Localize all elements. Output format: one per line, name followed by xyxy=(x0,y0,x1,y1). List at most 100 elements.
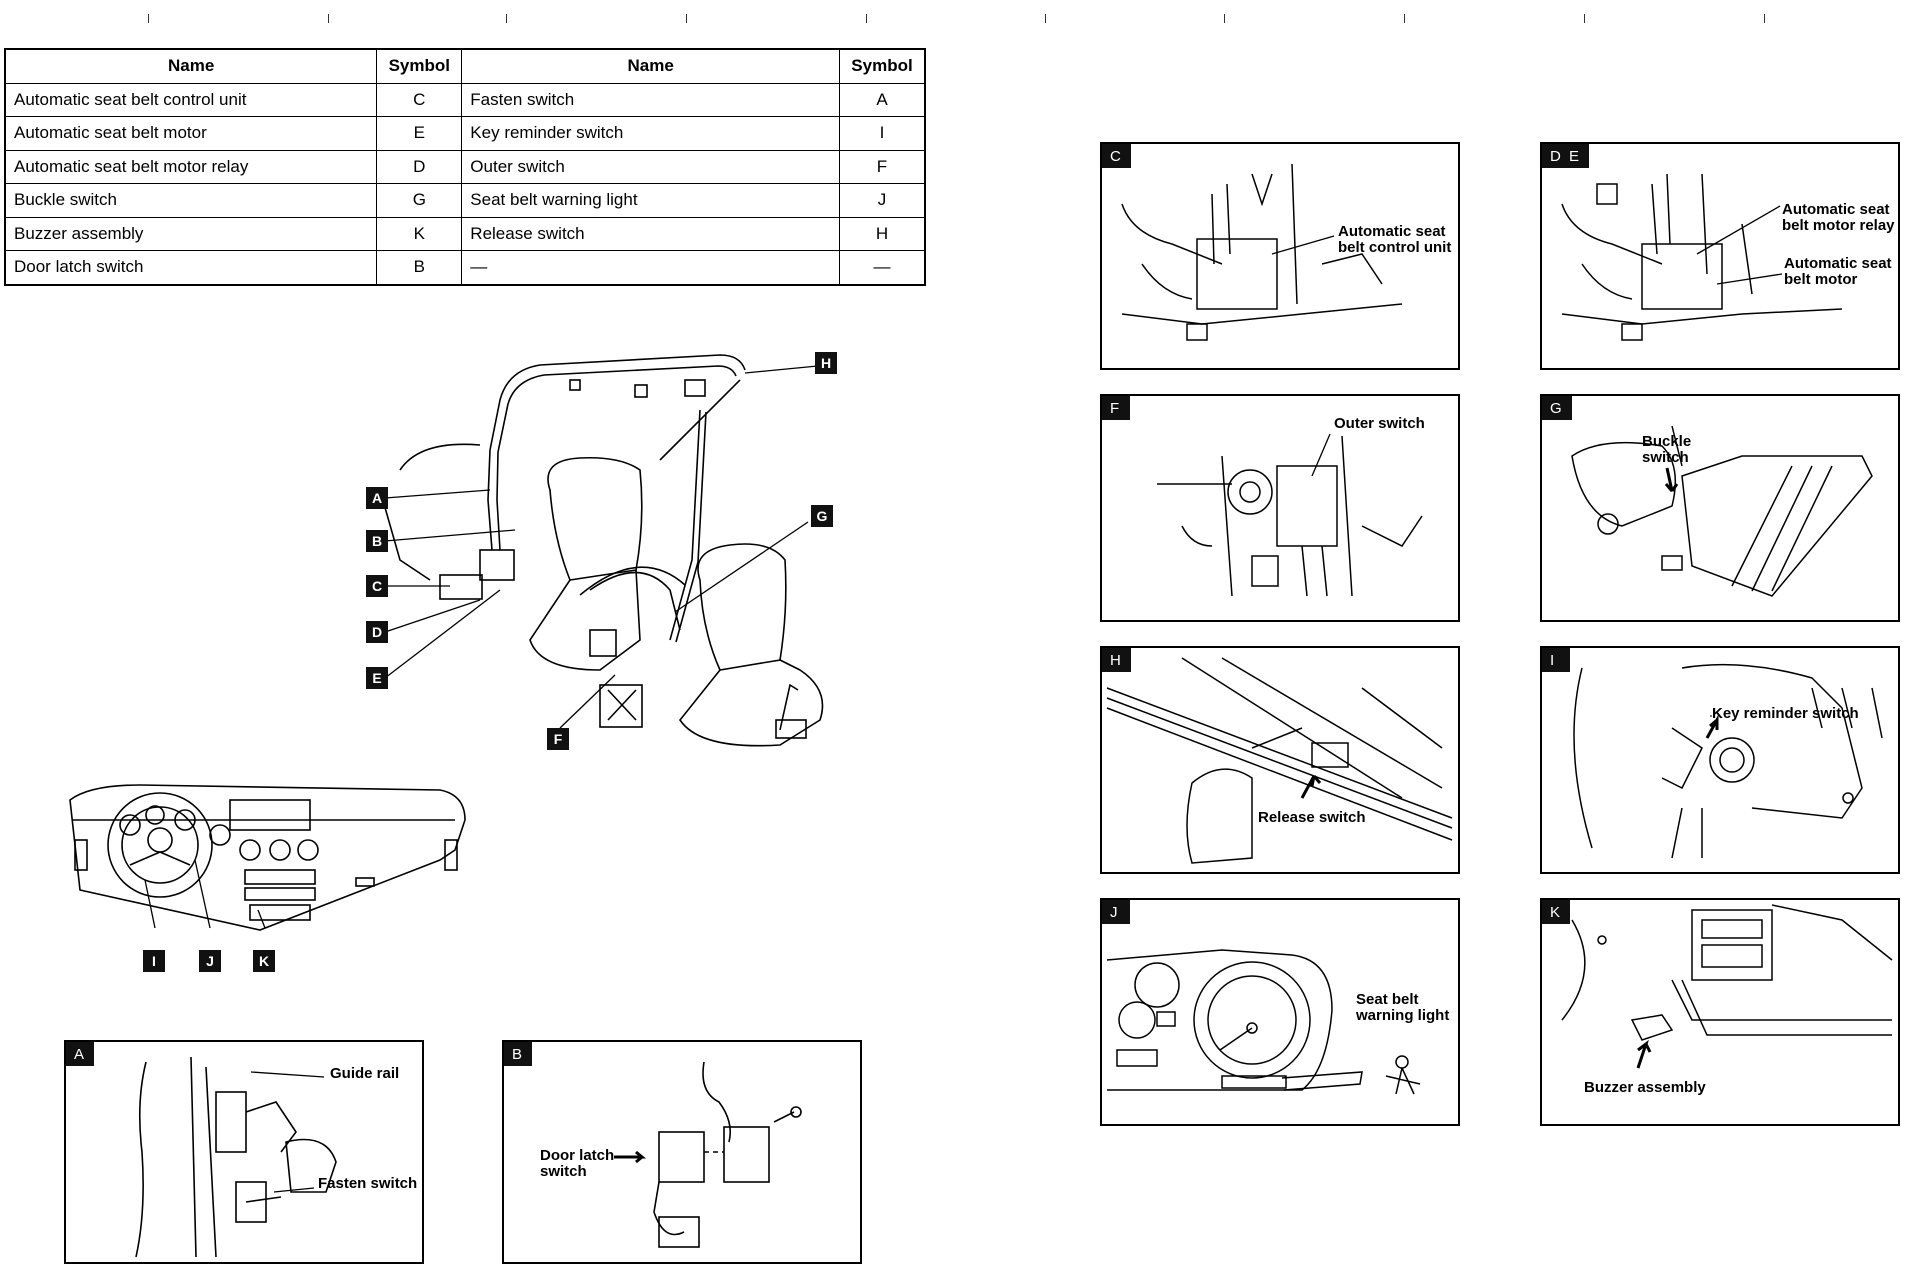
detail-panel-c: C Automatic seat belt control unit xyxy=(1100,142,1460,370)
label-automatic-seat: Automatic seat xyxy=(1782,201,1890,218)
warning-light-illustration xyxy=(1106,949,1421,1095)
table-row: Automatic seat belt motor relay D Outer … xyxy=(4,149,926,184)
label-switch: switch xyxy=(540,1163,587,1180)
label-release-switch: Release switch xyxy=(1258,809,1366,826)
cell-name: — xyxy=(461,250,840,285)
door-latch-illustration xyxy=(614,1061,802,1248)
cell-symbol: F xyxy=(839,149,926,184)
table-row: Buckle switch G Seat belt warning light … xyxy=(4,183,926,218)
ruler-tick xyxy=(1584,14,1585,23)
callout-a: A xyxy=(366,487,388,509)
fasten-switch-illustration xyxy=(135,1056,337,1258)
cell-name: Buckle switch xyxy=(4,183,378,218)
table-header-row: Name Symbol Name Symbol xyxy=(4,48,926,84)
label-door-latch: Door latch xyxy=(540,1147,615,1164)
callout-k: K xyxy=(253,950,275,972)
label-automatic-seat: Automatic seat xyxy=(1338,223,1446,240)
seat-belt-overview-illustration xyxy=(379,354,829,747)
cell-symbol: C xyxy=(376,82,463,117)
buckle-switch-illustration xyxy=(1571,425,1873,597)
outer-switch-illustration xyxy=(1157,433,1423,597)
header-symbol: Symbol xyxy=(839,48,926,84)
callout-g: G xyxy=(811,505,833,527)
release-switch-illustration xyxy=(1106,657,1453,864)
cell-symbol: J xyxy=(839,183,926,218)
label-switch: switch xyxy=(1642,449,1689,466)
panel-tag: J xyxy=(1102,900,1130,924)
panel-tag: G xyxy=(1542,396,1572,420)
label-automatic-seat: Automatic seat xyxy=(1784,255,1892,272)
panel-tag: C xyxy=(1102,144,1131,168)
label-warning-light: warning light xyxy=(1356,1007,1450,1024)
motor-relay-illustration xyxy=(1561,173,1843,341)
cell-name: Release switch xyxy=(461,216,840,251)
label-key-reminder-switch: Key reminder switch xyxy=(1712,705,1859,722)
cell-name: Automatic seat belt motor relay xyxy=(4,149,378,184)
header-symbol: Symbol xyxy=(376,48,463,84)
ruler-tick xyxy=(1224,14,1225,23)
cell-name: Seat belt warning light xyxy=(461,183,840,218)
panel-tag: F xyxy=(1102,396,1130,420)
ruler-tick xyxy=(1764,14,1765,23)
panel-tag: K xyxy=(1542,900,1571,924)
callout-i: I xyxy=(143,950,165,972)
label-belt-motor: belt motor xyxy=(1784,271,1858,288)
cell-name: Buzzer assembly xyxy=(4,216,378,251)
key-reminder-illustration xyxy=(1573,663,1883,859)
cell-symbol: K xyxy=(376,216,463,251)
detail-panel-h: H Release switch xyxy=(1100,646,1460,874)
callout-c: C xyxy=(366,575,388,597)
callout-h: H xyxy=(815,352,837,374)
header-name: Name xyxy=(4,48,378,84)
callout-f: F xyxy=(547,728,569,750)
cell-symbol: B xyxy=(376,250,463,285)
label-belt-motor-relay: belt motor relay xyxy=(1782,217,1895,234)
table-row: Door latch switch B — — xyxy=(4,250,926,285)
cell-symbol: E xyxy=(376,116,463,151)
cell-symbol: A xyxy=(839,82,926,117)
detail-panel-i: I Key reminder switch xyxy=(1540,646,1900,874)
cell-name: Outer switch xyxy=(461,149,840,184)
callout-j: J xyxy=(199,950,221,972)
detail-panel-g: G Buckle switch xyxy=(1540,394,1900,622)
callout-d: D xyxy=(366,621,388,643)
cell-symbol: G xyxy=(376,183,463,218)
control-unit-illustration xyxy=(1121,163,1403,341)
cell-name: Automatic seat belt control unit xyxy=(4,82,378,117)
ruler-tick xyxy=(1404,14,1405,23)
ruler-tick xyxy=(1045,14,1046,23)
ruler-tick xyxy=(328,14,329,23)
label-buckle: Buckle xyxy=(1642,433,1692,450)
dashboard-illustration xyxy=(69,784,466,931)
ruler-tick xyxy=(506,14,507,23)
cell-name: Key reminder switch xyxy=(461,116,840,151)
callout-b: B xyxy=(366,530,388,552)
label-guide-rail: Guide rail xyxy=(330,1065,400,1082)
ruler-tick xyxy=(686,14,687,23)
label-fasten-switch: Fasten switch xyxy=(318,1175,418,1192)
panel-tag: B xyxy=(504,1042,533,1066)
panel-tag: D E xyxy=(1542,144,1590,168)
detail-panel-j: J Seat belt warning light xyxy=(1100,898,1460,1126)
table-row: Buzzer assembly K Release switch H xyxy=(4,216,926,251)
component-table: Name Symbol Name Symbol Automatic seat b… xyxy=(4,48,926,286)
detail-panel-f: F Outer switch xyxy=(1100,394,1460,622)
header-name: Name xyxy=(461,48,840,84)
cell-name: Door latch switch xyxy=(4,250,378,285)
table-row: Automatic seat belt control unit C Faste… xyxy=(4,82,926,117)
detail-panel-de: D E Automatic seat belt motor relay Auto… xyxy=(1540,142,1900,370)
detail-panel-a: A Guide rail Fasten switch xyxy=(64,1040,424,1264)
cell-name: Fasten switch xyxy=(461,82,840,117)
ruler-tick xyxy=(866,14,867,23)
label-belt-control-unit: belt control unit xyxy=(1338,239,1452,256)
label-buzzer-assembly: Buzzer assembly xyxy=(1584,1079,1706,1096)
table-row: Automatic seat belt motor E Key reminder… xyxy=(4,116,926,151)
panel-tag: I xyxy=(1542,648,1570,672)
label-outer-switch: Outer switch xyxy=(1334,415,1425,432)
panel-tag: A xyxy=(66,1042,95,1066)
ruler-tick xyxy=(148,14,149,23)
label-seat-belt: Seat belt xyxy=(1356,991,1419,1008)
panel-tag: H xyxy=(1102,648,1131,672)
cell-symbol: D xyxy=(376,149,463,184)
detail-panel-k: K Buzzer assembly xyxy=(1540,898,1900,1126)
